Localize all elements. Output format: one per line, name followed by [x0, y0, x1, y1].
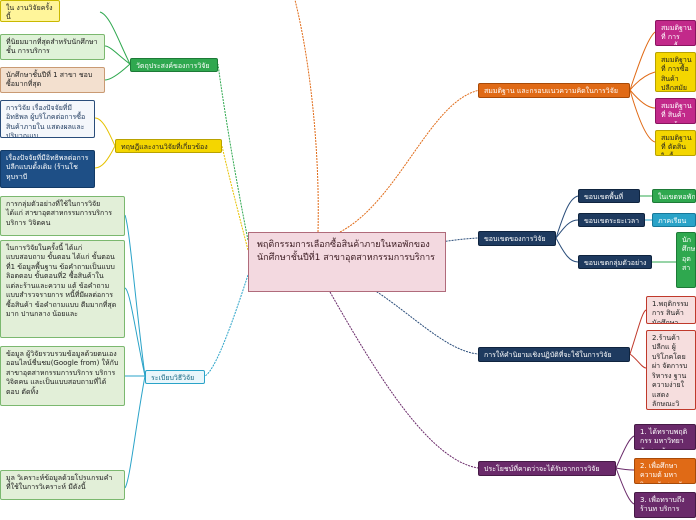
scope-area[interactable]: ขอบเขตพื้นที่	[578, 189, 640, 203]
definition-leaf-1[interactable]: 1.พฤติกรรมการ สินค้านักศึกษา	[646, 296, 696, 324]
branch-objectives[interactable]: วัตถุประสงค์ของการวิจัย	[130, 58, 218, 72]
method-leaf-4[interactable]: มูล วิเคราะห์ข้อมูลด้วยโปรแกรมคำ ที่ใช้ใ…	[0, 470, 125, 500]
hypothesis-leaf-2[interactable]: สมมติฐานที่ การซื้อสินค้า ปลีกสมัยใหม	[655, 52, 696, 92]
branch-hypothesis[interactable]: สมมติฐาน และกรอบแนวความคิดในการวิจัย	[478, 83, 630, 98]
scope-time-leaf[interactable]: ภาคเรียน	[652, 213, 696, 227]
method-leaf-2[interactable]: ในการวิจัยในครั้งนี้ ได้แก่แบบสอบถาม ขั้…	[0, 240, 125, 338]
scope-time[interactable]: ขอบเขตระยะเวลา	[578, 213, 645, 227]
objective-leaf-1[interactable]: ใน งานวิจัยครั้งนี้	[0, 0, 60, 22]
branch-theory[interactable]: ทฤษฎีและงานวิจัยที่เกี่ยวข้อง	[115, 139, 222, 153]
benefit-leaf-3[interactable]: 3. เพื่อทราบถึงร้านท บริการ	[634, 492, 696, 518]
method-leaf-3[interactable]: ข้อมูล ผู้วิจัยรวบรวมข้อมูลด้วยตนเอง ออน…	[0, 346, 125, 406]
objective-leaf-3[interactable]: นักศึกษาชั้นปีที่ 1 สาขา ชอบซื้อมากที่สุ…	[0, 67, 105, 93]
theory-leaf-2[interactable]: เรื่องปัจจัยที่มีอิทธิพลต่อการ ปลีกแบบดั…	[0, 150, 95, 188]
benefit-leaf-1[interactable]: 1. ได้ทราบพฤติกรร มหาวิทยาลัยสยามั	[634, 424, 696, 450]
scope-sample[interactable]: ขอบเขตกลุ่มตัวอย่าง	[578, 255, 652, 269]
hypothesis-leaf-1[interactable]: สมมติฐานที่ การการซื้อสินค	[655, 20, 696, 46]
branch-scope[interactable]: ขอบเขตของการวิจัย	[478, 231, 556, 246]
hypothesis-leaf-4[interactable]: สมมติฐานที่ ตัดสินใจซื้อ	[655, 130, 696, 156]
definition-leaf-2[interactable]: 2.ร้านค้าปลีกแ ผู้บริโภคโดยผ่า จัดการบริ…	[646, 330, 696, 410]
benefit-leaf-2[interactable]: 2. เพื่อศึกษาความต้ มหาวิทยาลัยสยามั	[634, 458, 696, 484]
scope-sample-leaf[interactable]: นักศึกษ... อุตสา	[676, 232, 696, 288]
central-topic[interactable]: พฤติกรรมการเลือกซื้อสินค้าภายในหอพักของน…	[248, 232, 446, 292]
method-leaf-1[interactable]: การกลุ่มตัวอย่างที่ใช้ในการวิจัย ได้แก่ …	[0, 196, 125, 236]
scope-area-leaf[interactable]: ในเขตหอพัก	[652, 189, 696, 203]
branch-benefits[interactable]: ประโยชน์ที่คาดว่าจะได้รับจากการวิจัย	[478, 461, 616, 476]
objective-leaf-2[interactable]: ที่นิยมมากที่สุดสำหรับนักศึกษาชั้น การบร…	[0, 34, 105, 60]
theory-leaf-1[interactable]: การวิจัย เรื่องปัจจัยที่มีอิทธิพล ผู้บริ…	[0, 100, 95, 138]
branch-definitions[interactable]: การให้คำนิยามเชิงปฏิบัติที่จะใช้ในการวิจ…	[478, 347, 630, 362]
branch-methodology[interactable]: ระเบียบวิธีวิจัย	[145, 370, 205, 384]
hypothesis-leaf-3[interactable]: สมมติฐานที่ สินค้าของผู้	[655, 98, 696, 124]
